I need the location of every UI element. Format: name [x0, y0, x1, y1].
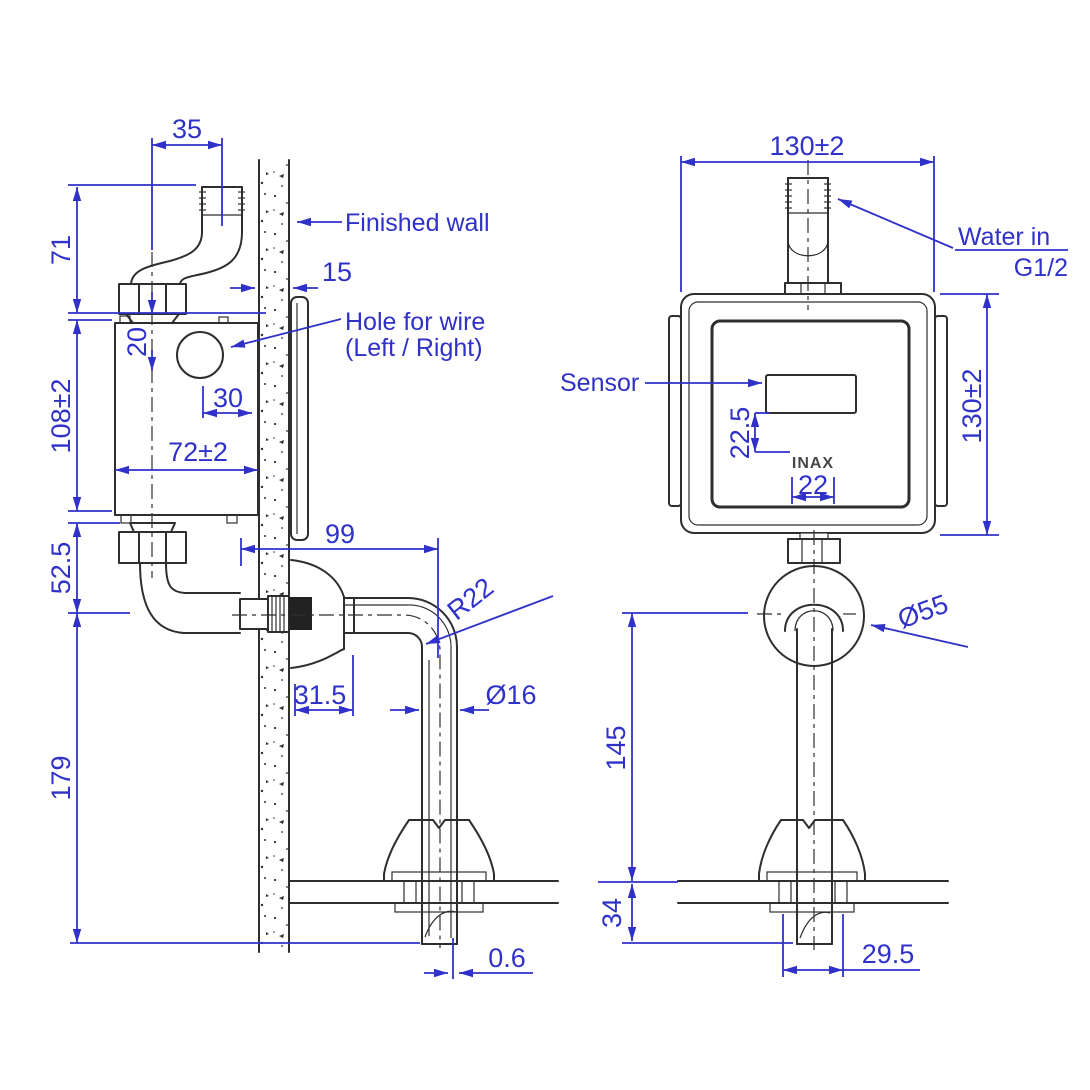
- valve-body: [114, 315, 259, 524]
- elbow-pipe: [139, 562, 269, 634]
- dim-20: 20: [122, 327, 152, 357]
- mounting-base-right: [758, 819, 866, 913]
- mounting-base-left: [383, 819, 495, 913]
- dim-31-5: 31.5: [294, 680, 347, 710]
- wall-penetration: [267, 595, 312, 633]
- dim-71: 71: [46, 235, 76, 265]
- centerlines-right: [807, 160, 815, 950]
- spout-tube-side: [343, 597, 458, 945]
- nipple-threads: [271, 597, 285, 631]
- wall-stipple: [259, 160, 289, 952]
- dim-22: 22: [798, 470, 828, 500]
- dim-22-5: 22.5: [725, 407, 755, 460]
- side-tab-left: [668, 315, 682, 507]
- side-tab-right: [934, 315, 948, 507]
- dim-108: 108±2: [46, 379, 76, 454]
- wall-cover-plate: [290, 296, 309, 541]
- annotations-right: 130±2 Water in G1/2 Sensor 22.5 22 130±2: [560, 131, 1068, 977]
- dim-34: 34: [597, 898, 627, 928]
- dim-29-5: 29.5: [862, 939, 915, 969]
- dim-72: 72±2: [168, 437, 228, 467]
- brand-logo: INAX: [792, 455, 834, 472]
- inlet-pipe-front: [784, 177, 842, 298]
- dim-d16: Ø16: [485, 680, 536, 710]
- seal-block: [289, 597, 312, 630]
- label-sensor: Sensor: [560, 369, 639, 397]
- dim-d55: Ø55: [894, 589, 952, 635]
- dim-30: 30: [213, 383, 243, 413]
- label-thread-size: G1/2: [1014, 254, 1068, 282]
- dim-99: 99: [325, 519, 355, 549]
- label-finished-wall: Finished wall: [345, 209, 490, 237]
- counter-deck-right: [677, 880, 949, 904]
- dim-15: 15: [322, 257, 352, 287]
- dim-r22: R22: [442, 572, 500, 626]
- dim-130-side: 130±2: [957, 369, 987, 444]
- right-view: INAX: [560, 131, 1068, 977]
- aerator-detail-front: [799, 911, 831, 939]
- label-hole-for-wire: Hole for wire: [345, 308, 485, 336]
- dim-130-top: 130±2: [770, 131, 845, 161]
- left-view: 35 71 108±2 52.5 179 15: [46, 114, 559, 979]
- dim-0-6: 0.6: [488, 943, 526, 973]
- wall-section: [258, 159, 290, 953]
- dim-179: 179: [46, 755, 76, 800]
- spout-front: [757, 532, 865, 945]
- centerlines-left: [151, 252, 441, 948]
- label-hole-left-right: (Left / Right): [345, 334, 483, 362]
- inlet-pipe-side: [130, 186, 245, 285]
- dim-52-5: 52.5: [46, 542, 76, 595]
- wire-hole: [176, 331, 224, 379]
- sensor-window: [765, 374, 857, 414]
- label-water-in: Water in: [958, 223, 1050, 251]
- sensor-box: INAX: [668, 293, 948, 534]
- counter-deck-left: [288, 880, 559, 904]
- dim-35: 35: [172, 114, 202, 144]
- annotations-left: 35 71 108±2 52.5 179 15: [46, 114, 554, 979]
- dim-145: 145: [601, 725, 631, 770]
